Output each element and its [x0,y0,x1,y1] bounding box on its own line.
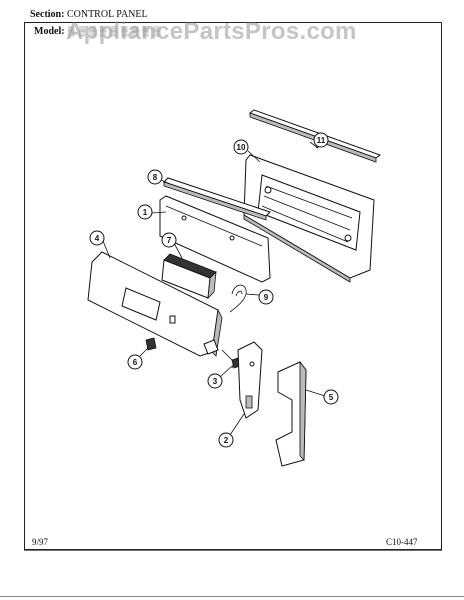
part-9-wire-clip[interactable] [229,284,247,313]
part-6-switch[interactable] [145,337,157,351]
part-1-panel-backing[interactable] [159,195,271,283]
callout-11[interactable]: 11 [313,132,329,148]
callout-3-label: 3 [213,377,218,386]
callout-7[interactable]: 7 [161,232,177,248]
callout-5-label: 5 [329,393,334,402]
callout-10[interactable]: 10 [233,139,249,155]
page-edge-line [0,596,464,597]
part-8-upper-bracket[interactable] [163,177,271,221]
callout-10-label: 10 [237,143,246,152]
section-heading: Section: CONTROL PANEL [30,9,148,20]
callout-9[interactable]: 9 [258,289,274,305]
watermark-logo: AppliancePartsPros.com [66,18,357,45]
part-10-backguard-panel[interactable] [243,154,375,283]
section-value: CONTROL PANEL [66,9,148,20]
callout-2-label: 2 [224,436,229,445]
revision-date: 9/97 [32,537,49,547]
part-5-end-cap[interactable] [275,360,307,467]
callout-4-label: 4 [95,234,100,243]
section-label: Section: [30,9,65,20]
callout-1-label: 1 [143,208,148,217]
callout-2[interactable]: 2 [218,432,234,448]
part-2-side-bracket[interactable] [237,341,263,419]
part-3-connector[interactable] [221,349,241,369]
callout-6[interactable]: 6 [127,354,143,370]
callout-7-label: 7 [167,236,172,245]
callout-8-label: 8 [153,173,158,182]
callout-11-label: 11 [317,136,326,145]
model-label: Model: [34,26,65,37]
part-7-display-module[interactable] [161,253,217,300]
callout-4[interactable]: 4 [89,230,105,246]
part-4-control-panel[interactable] [87,251,223,357]
callout-3[interactable]: 3 [207,373,223,389]
callout-6-label: 6 [133,358,138,367]
diagram-code: C10-447 [386,537,418,547]
callout-9-label: 9 [264,293,269,302]
callout-5[interactable]: 5 [323,389,339,405]
model-value-obscured: ▒ ▒ ▒ ▒ ▒ ▒ ▒ ▒ ▒ [68,26,161,36]
callout-1[interactable]: 1 [137,204,153,220]
part-11-trim-strip[interactable] [248,109,382,163]
callout-8[interactable]: 8 [147,169,163,185]
